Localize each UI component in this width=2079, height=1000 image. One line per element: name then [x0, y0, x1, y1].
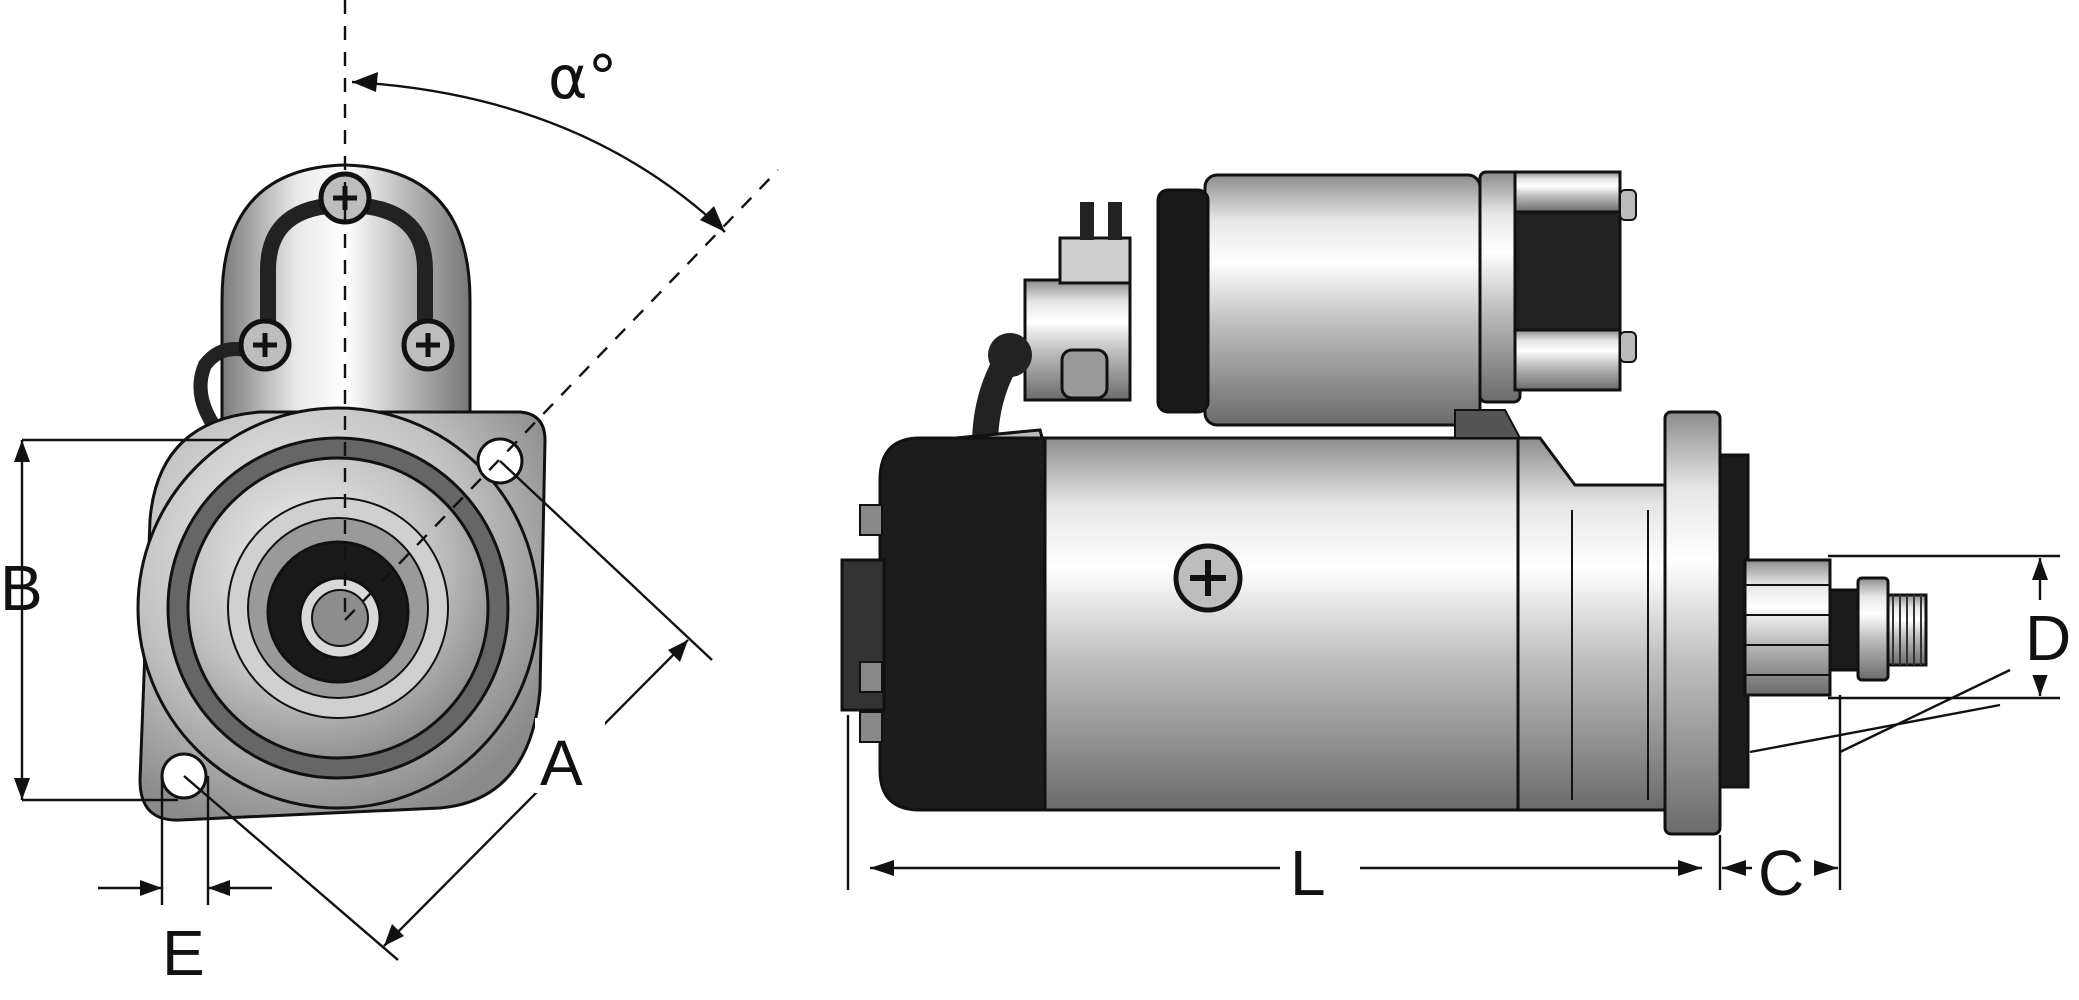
side-flange — [1663, 410, 1722, 836]
cap-screw-right — [401, 318, 455, 372]
dim-c-label: C — [1758, 837, 1804, 909]
dim-b-label: B — [0, 552, 43, 624]
cable — [193, 342, 247, 445]
drive-end-housing — [1516, 436, 1670, 812]
side-view: L C D — [840, 170, 2078, 910]
motor-housing — [1038, 436, 1520, 812]
cap-screw-left — [238, 318, 292, 372]
dim-d-label: D — [2025, 602, 2071, 674]
alpha-arc — [351, 80, 726, 233]
dim-l-label: L — [1290, 837, 1326, 909]
solenoid-body — [1203, 173, 1482, 427]
housing-screw — [1173, 543, 1243, 613]
dim-e-label: E — [162, 917, 205, 989]
front-view: α° B A E — [0, 0, 779, 989]
motor-end-cover — [878, 436, 1047, 812]
angle-axis — [344, 169, 779, 621]
alpha-label: α° — [548, 43, 618, 113]
dim-a-label: A — [540, 727, 583, 799]
